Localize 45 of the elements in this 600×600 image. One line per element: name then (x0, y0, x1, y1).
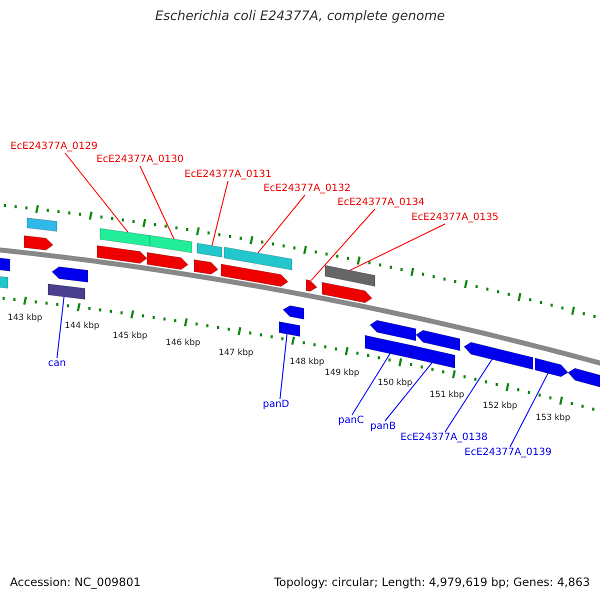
gene-feature (534, 358, 568, 378)
scale-label: 152 kbp (482, 401, 518, 411)
gene-bar (364, 334, 412, 359)
gene-label: panC (338, 415, 364, 427)
leader-line (444, 358, 492, 432)
gene-label: EcE24377A_0129 (10, 141, 98, 153)
gene-label: EcE24377A_0139 (464, 447, 552, 459)
scale-label: 146 kbp (166, 338, 200, 348)
gene-label: EcE24377A_0134 (337, 197, 425, 209)
leader-line (510, 372, 548, 448)
genome-info-text: Topology: circular; Length: 4,979,619 bp; Genes: 4,863 (274, 575, 590, 589)
gene-bar (278, 321, 300, 337)
gene-label: EcE24377A_0131 (184, 169, 272, 181)
gene-label: EcE24377A_0138 (400, 432, 488, 444)
gene-bar (196, 242, 222, 258)
gene-bar (224, 246, 292, 270)
scale-label: 147 kbp (218, 348, 254, 358)
scale-label: 150 kbp (378, 378, 412, 388)
gene-bar (150, 235, 192, 254)
gene-bar (324, 264, 376, 287)
leader-line (310, 208, 376, 282)
title: Escherichia coli E24377A, complete genome (154, 9, 446, 24)
scale-label: 145 kbp (112, 331, 148, 341)
gene-label: EcE24377A_0135 (411, 212, 499, 224)
gene-bar (100, 228, 150, 247)
leader-line (212, 180, 228, 246)
scale-label: 144 kbp (64, 321, 100, 331)
leader-line (280, 334, 288, 400)
gene-label: can (48, 358, 66, 370)
leader-line (352, 353, 390, 416)
scale-label: 153 kbp (536, 413, 570, 423)
scale-label: 151 kbp (430, 390, 464, 400)
scale-label: 149 kbp (324, 368, 360, 378)
gene-feature (464, 342, 534, 370)
gene-label: EcE24377A_0130 (96, 154, 184, 166)
scale-label: 148 kbp (290, 357, 324, 367)
scale-label: 143 kbp (8, 313, 42, 323)
gene-label: panD (262, 399, 290, 411)
gene-bar (48, 284, 86, 300)
gene-label: panB (370, 421, 396, 433)
accession-text: Accession: NC_009801 (10, 575, 141, 589)
gene-label: EcE24377A_0132 (263, 183, 351, 195)
leader-line (258, 194, 306, 254)
gene-bar (412, 345, 456, 368)
gene-feature (306, 279, 318, 292)
